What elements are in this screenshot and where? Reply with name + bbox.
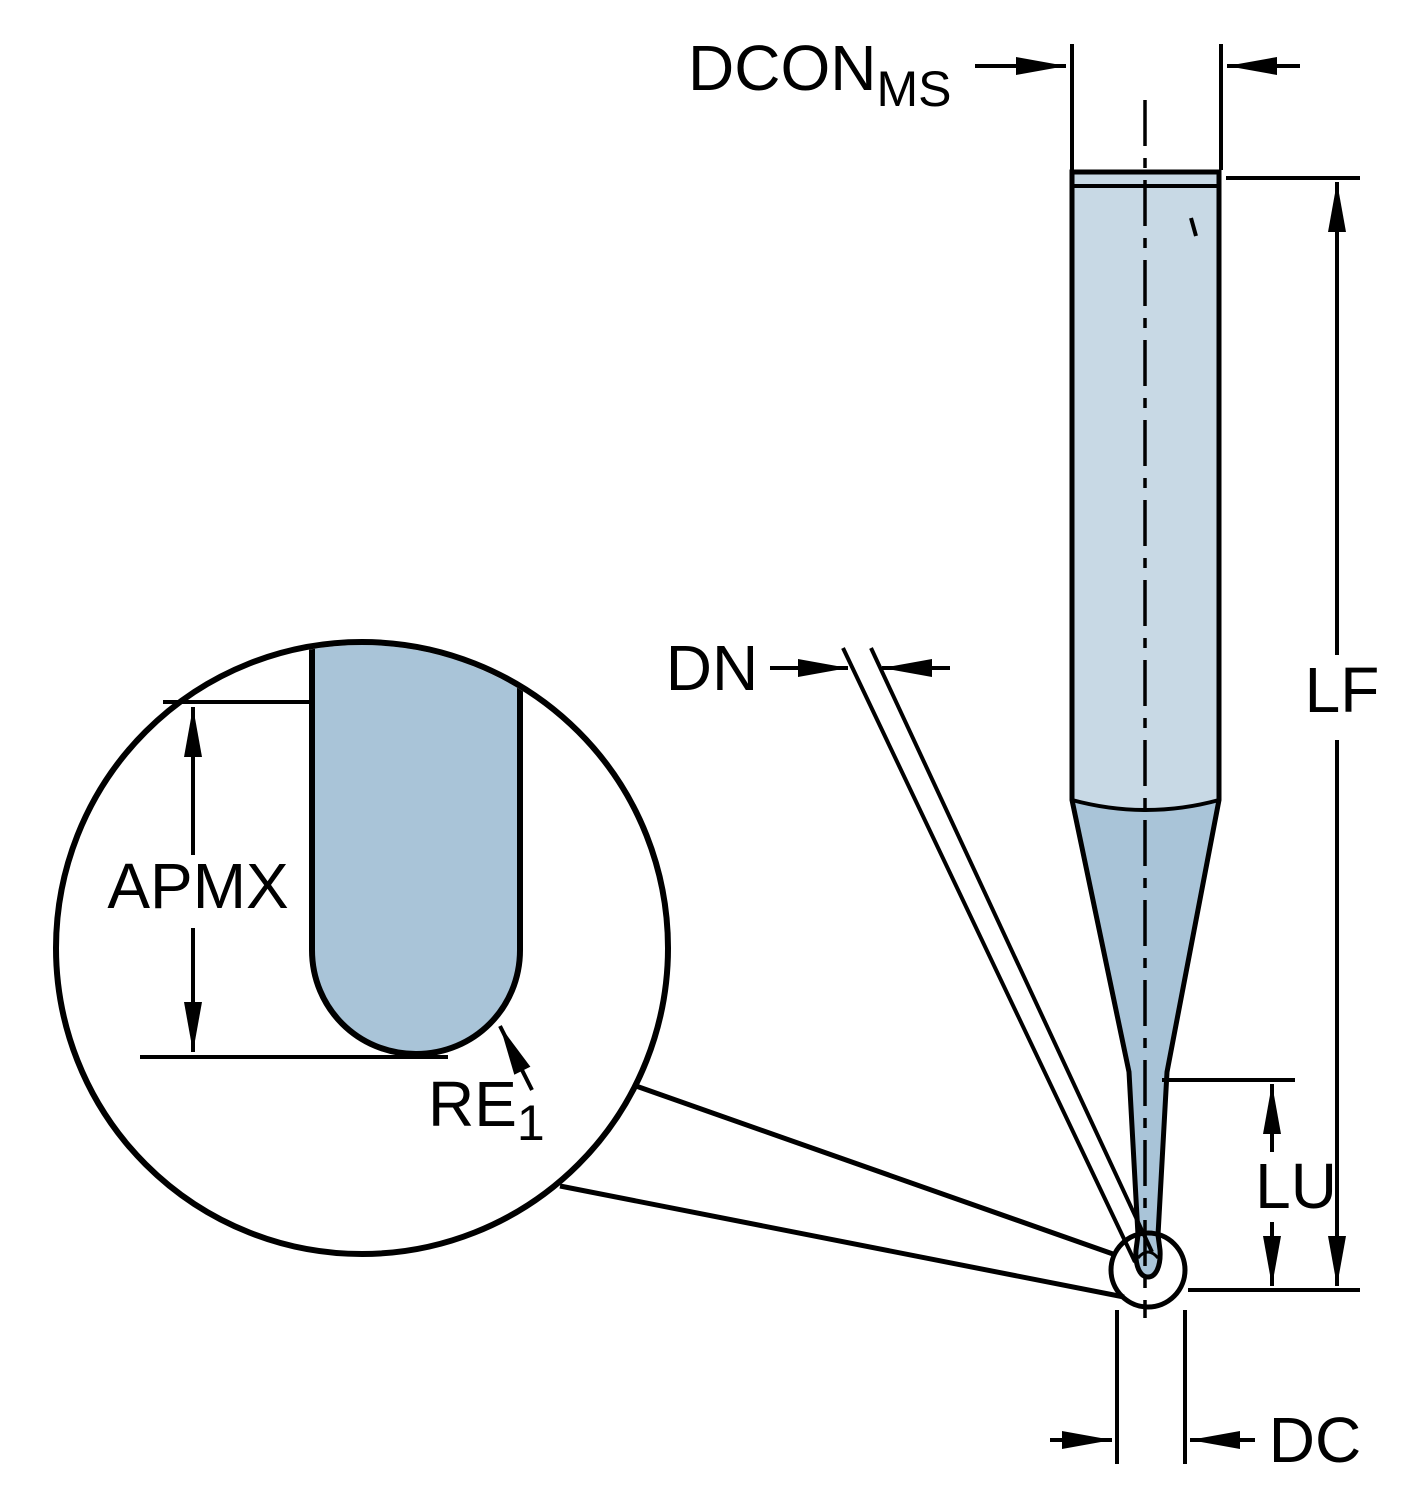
lf-label: LF (1305, 654, 1380, 726)
tip-highlight-circle (1108, 1230, 1188, 1310)
lu-dimension: LU (1162, 1078, 1337, 1286)
dc-dimension: DC (1050, 1310, 1361, 1476)
dn-dimension: DN (666, 632, 1154, 1263)
lu-label: LU (1255, 1150, 1337, 1222)
tool-body (1069, 100, 1222, 1318)
flute-boundary-line (1071, 798, 1220, 812)
re1-arrow (498, 1025, 534, 1091)
apmx-label: APMX (107, 850, 288, 922)
lens-leader-line-bottom (559, 1183, 1125, 1300)
shank-detail-mark (1189, 217, 1198, 237)
dn-neck-projection-right (869, 647, 1154, 1253)
ball-tip-edge (1136, 1250, 1160, 1260)
dn-neck-projection-left (841, 647, 1137, 1263)
apmx-dimension: APMX (107, 700, 448, 1059)
re1-dimension: RE1 (428, 1025, 545, 1151)
tool-outline (1069, 169, 1222, 1280)
lf-dimension: LF (1188, 176, 1380, 1292)
dcon-label: DCONMS (688, 32, 951, 117)
dc-label: DC (1269, 1404, 1361, 1476)
lens-circle (53, 639, 671, 1257)
magnified-tip-shape (309, 645, 523, 1058)
lens-leader-line-top (635, 1083, 1114, 1257)
dcon-dimension: DCONMS (688, 32, 1300, 170)
re1-label: RE1 (428, 1068, 545, 1151)
dn-label: DN (666, 632, 758, 704)
magnified-tip-view: APMX RE1 (53, 639, 1188, 1310)
